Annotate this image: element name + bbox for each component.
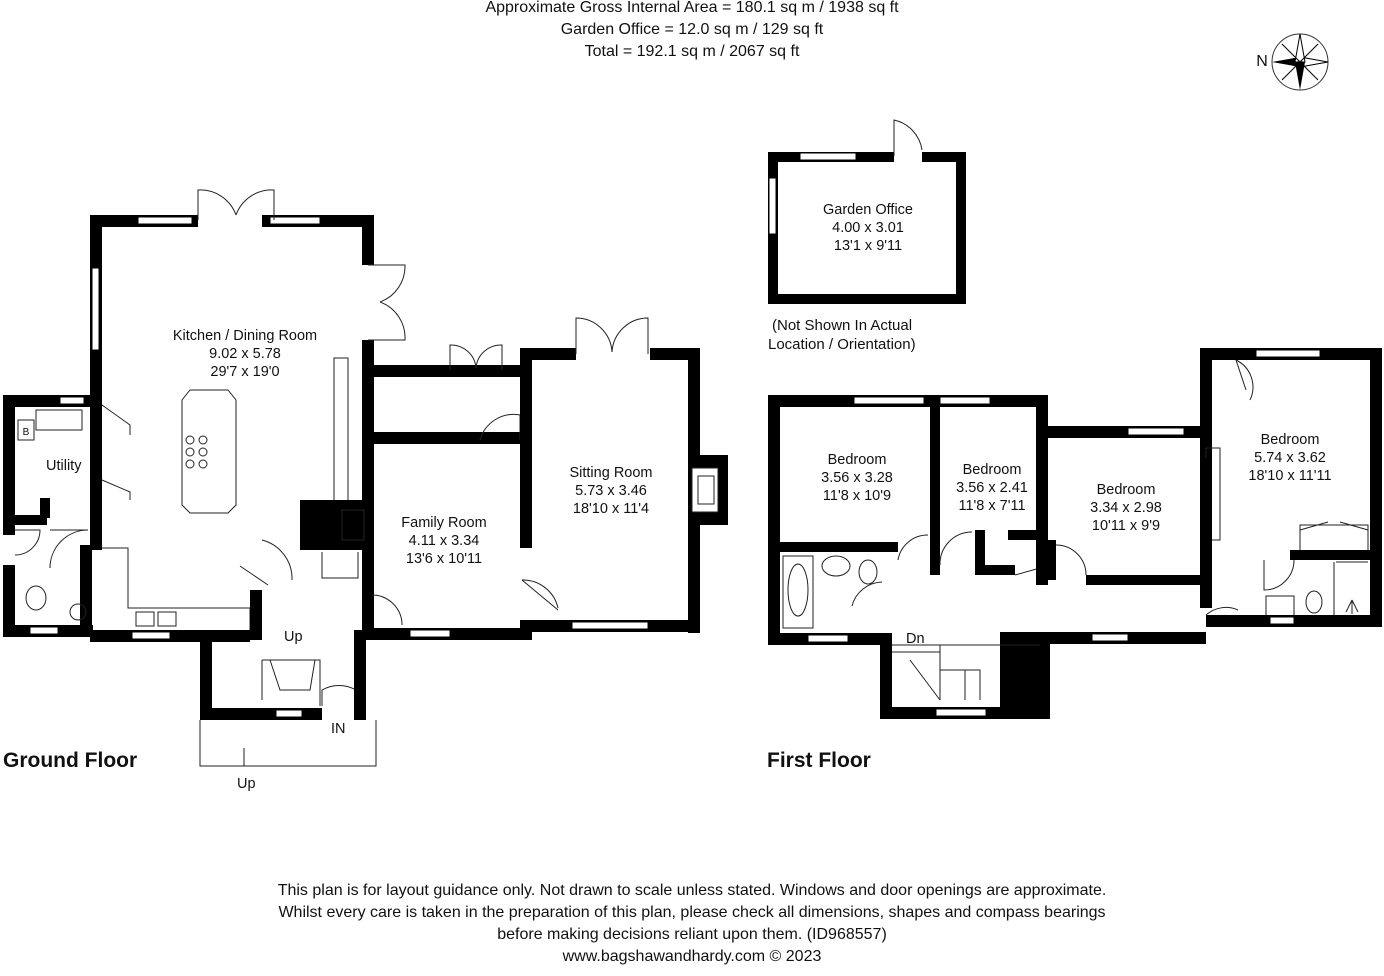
compass-north-label: N: [1256, 53, 1268, 70]
bedroom2-imperial: 11'8 x 7'11: [958, 498, 1026, 514]
bedroom1-imperial: 11'8 x 10'9: [822, 488, 892, 504]
room-label-garden-office: Garden Office 4.00 x 3.01 13'1 x 9'11: [798, 201, 938, 255]
bedroom4-name: Bedroom: [1260, 432, 1320, 448]
family-imperial: 13'6 x 10'11: [405, 551, 483, 567]
first-floor-plan: [768, 348, 1382, 719]
ground-floor-plan: B: [3, 189, 728, 767]
room-label-family: Family Room 4.11 x 3.34 13'6 x 10'11: [378, 514, 510, 568]
room-label-bedroom1: Bedroom 3.56 x 3.28 11'8 x 10'9: [795, 451, 919, 505]
kitchen-name: Kitchen / Dining Room: [172, 328, 318, 344]
sitting-imperial: 18'10 x 11'4: [572, 501, 650, 517]
garden-office-note-line2: Location / Orientation): [768, 336, 916, 353]
kitchen-imperial: 29'7 x 19'0: [210, 364, 280, 380]
bedroom1-metric: 3.56 x 3.28: [821, 470, 893, 486]
total-area: Total = 192.1 sq m / 2067 sq ft: [584, 43, 800, 60]
disclaimer-line1: This plan is for layout guidance only. N…: [277, 882, 1107, 899]
gross-internal-area: Approximate Gross Internal Area = 180.1 …: [485, 0, 899, 16]
room-label-kitchen: Kitchen / Dining Room 9.02 x 5.78 29'7 x…: [130, 327, 360, 381]
bedroom2-metric: 3.56 x 2.41: [956, 480, 1028, 496]
boiler-label: B: [23, 427, 30, 438]
garden-office-area: Garden Office = 12.0 sq m / 129 sq ft: [560, 21, 824, 38]
family-metric: 4.11 x 3.34: [408, 533, 480, 549]
wc-icon: [25, 585, 47, 611]
bedroom1-name: Bedroom: [827, 452, 887, 468]
path-up-label: Up: [237, 776, 256, 792]
bedroom2-name: Bedroom: [962, 462, 1022, 478]
room-label-sitting: Sitting Room 5.73 x 3.46 18'10 x 11'4: [548, 464, 674, 518]
disclaimer-line2: Whilst every care is taken in the prepar…: [278, 904, 1106, 921]
bedroom3-metric: 3.34 x 2.98: [1090, 500, 1162, 516]
bedroom3-imperial: 10'11 x 9'9: [1091, 518, 1161, 534]
garden-office-note-line1: (Not Shown In Actual: [772, 317, 913, 334]
bedroom4-imperial: 18'10 x 11'11: [1248, 468, 1332, 484]
disclaimer-line3: before making decisions reliant upon the…: [497, 926, 887, 943]
website-copyright: www.bagshawandhardy.com © 2023: [562, 948, 822, 965]
room-label-bedroom4: Bedroom 5.74 x 3.62 18'10 x 11'11: [1234, 431, 1346, 485]
stairs-down-label: Dn: [906, 631, 925, 647]
room-label-bedroom3: Bedroom 3.34 x 2.98 10'11 x 9'9: [1070, 481, 1182, 535]
family-name: Family Room: [401, 515, 487, 531]
bedroom4-metric: 5.74 x 3.62: [1254, 450, 1326, 466]
sitting-name: Sitting Room: [569, 465, 653, 481]
room-label-utility: Utility: [46, 458, 82, 474]
sitting-metric: 5.73 x 3.46: [575, 483, 647, 499]
stairs-up-label: Up: [284, 629, 303, 645]
entrance-label: IN: [331, 721, 346, 737]
ground-floor-label: Ground Floor: [3, 749, 138, 772]
garden-office-plan: [768, 119, 966, 304]
first-floor-label: First Floor: [767, 749, 871, 772]
kitchen-metric: 9.02 x 5.78: [209, 346, 281, 362]
garden-office-name: Garden Office: [822, 202, 913, 218]
bath-icon: [787, 563, 809, 617]
hob-icon: [185, 435, 208, 469]
room-label-bedroom2: Bedroom 3.56 x 2.41 11'8 x 7'11: [942, 461, 1042, 515]
garden-office-metric: 4.00 x 3.01: [832, 220, 904, 236]
compass-icon: [1271, 33, 1329, 91]
garden-office-imperial: 13'1 x 9'11: [833, 238, 903, 254]
garden-office-note: (Not Shown In Actual Location / Orientat…: [768, 316, 916, 354]
bedroom3-name: Bedroom: [1096, 482, 1156, 498]
disclaimer: This plan is for layout guidance only. N…: [0, 880, 1384, 968]
